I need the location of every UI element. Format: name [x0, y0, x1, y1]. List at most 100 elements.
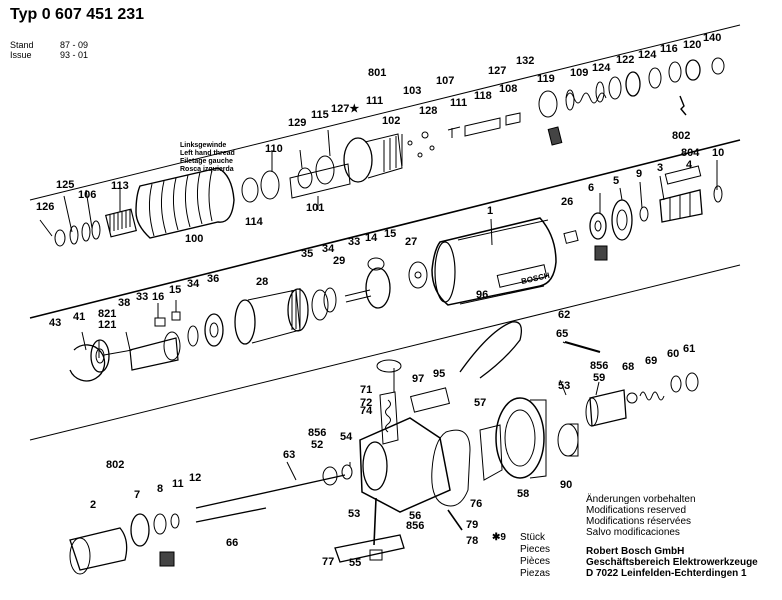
part-number-label: 116	[660, 43, 678, 55]
part-number-label: 76	[470, 498, 483, 510]
spring-pack-109	[538, 57, 725, 118]
part-number-label: 52	[311, 439, 324, 451]
part-number-label: 114	[245, 216, 263, 228]
part-number-label: 124	[592, 62, 611, 74]
part-number-label: 804	[681, 147, 700, 159]
thread-note-fr: Filetage gauche	[180, 158, 233, 165]
part-number-label: 113	[111, 180, 129, 192]
part-number-label: 96	[476, 289, 489, 301]
end-cap-58	[495, 397, 547, 479]
vane-804	[664, 165, 702, 185]
part-number-label: 856	[406, 520, 425, 532]
part-number-label: 5	[613, 175, 620, 187]
bearing-6	[589, 212, 607, 240]
company-address: D 7022 Leinfelden-Echterdingen 1	[586, 568, 747, 579]
part-number-label: 41	[73, 311, 86, 323]
ring-34b	[187, 325, 199, 347]
nut-55	[369, 549, 383, 561]
pieces-fr: Pièces	[520, 556, 551, 567]
part-number-label: 69	[645, 355, 658, 367]
needle-bearing-113	[104, 208, 138, 238]
part-number-label: 128	[419, 105, 438, 117]
nut-26	[563, 230, 579, 244]
nut-15b	[171, 311, 181, 321]
ball-68	[626, 392, 638, 404]
front-cap-2	[69, 527, 128, 575]
part-number-label: 115	[311, 109, 329, 121]
part-number-label: 61	[683, 343, 696, 355]
thread-note-en: Left hand thread	[180, 150, 235, 157]
part-number-label: 111	[366, 95, 384, 107]
part-number-label: 66	[226, 537, 239, 549]
part-number-label: 72	[360, 397, 373, 409]
ring-60	[670, 375, 682, 393]
part-number-label: 6	[588, 182, 595, 194]
part-number-label: 59	[593, 372, 606, 384]
bearing-41	[90, 339, 110, 373]
part-number-label: 33	[136, 291, 149, 303]
part-number-label: 120	[683, 39, 702, 51]
frame-line-mid	[29, 139, 741, 319]
part-number-label: 856	[590, 360, 609, 372]
part-number-label: 127★	[331, 103, 360, 115]
shaft-101	[289, 129, 351, 199]
part-number-label: 801	[368, 67, 387, 79]
part-number-label: 16	[152, 291, 165, 303]
modifications-en: Modifications reserved	[586, 505, 687, 516]
part-number-label: 2	[90, 499, 97, 511]
part-number-label: 132	[516, 55, 535, 67]
washer-27	[408, 261, 428, 289]
part-number-label: 802	[672, 130, 691, 142]
bearing-36	[204, 313, 224, 347]
valve-90	[557, 423, 579, 457]
thread-note-de: Linksgewinde	[180, 142, 227, 149]
frame-line-top	[29, 24, 741, 201]
circlip-126	[54, 229, 66, 247]
part-number-label: 109	[570, 67, 589, 79]
bearing-9	[639, 206, 649, 222]
part-number-label: 4	[686, 159, 693, 171]
pieces-en: Pieces	[520, 544, 551, 555]
issue-value: 93 - 01	[60, 50, 89, 60]
part-number-label: 110	[265, 143, 283, 155]
thread-note-es: Rosca izquierda	[180, 166, 234, 173]
pieces-star-label: ✱9	[492, 532, 506, 543]
cylinder-59	[585, 389, 627, 427]
part-number-label: 1	[487, 205, 494, 217]
valve-body	[359, 359, 451, 513]
part-number-label: 34	[187, 278, 200, 290]
spindle-38	[103, 331, 181, 371]
part-number-label: 100	[185, 233, 204, 245]
pieces-de: Stück	[520, 532, 546, 543]
tool-4	[594, 245, 608, 261]
company-division: Geschäftsbereich Elektrowerkzeuge	[586, 557, 758, 568]
part-number-label: 28	[256, 276, 269, 288]
rotor-3	[659, 185, 723, 223]
tool-insert-119	[547, 126, 563, 146]
part-number-label: 78	[466, 535, 479, 547]
ring-105	[81, 222, 91, 242]
part-number-label: 62	[558, 309, 571, 321]
part-number-label: 63	[283, 449, 296, 461]
part-number-label: 90	[560, 479, 573, 491]
stand-value: 87 - 09	[60, 40, 89, 50]
tool-802b	[159, 551, 175, 567]
ring-34a	[323, 287, 337, 313]
wire-62	[459, 321, 523, 379]
part-number-label: 119	[537, 73, 555, 85]
part-number-label: 35	[301, 248, 314, 260]
housing-1	[431, 217, 557, 306]
part-number-label: 29	[333, 255, 346, 267]
part-number-label: 53	[348, 508, 361, 520]
company-name: Robert Bosch GmbH	[586, 546, 685, 557]
part-number-label: 122	[616, 54, 635, 66]
part-number-label: 34	[322, 243, 335, 255]
part-number-label: 71	[360, 384, 373, 396]
part-number-label: 802	[106, 459, 125, 471]
issue-label: Issue	[10, 50, 32, 60]
circlip-43	[69, 344, 106, 382]
ring-125	[69, 225, 79, 245]
pin-79	[447, 509, 463, 531]
part-number-label: 140	[703, 32, 722, 44]
